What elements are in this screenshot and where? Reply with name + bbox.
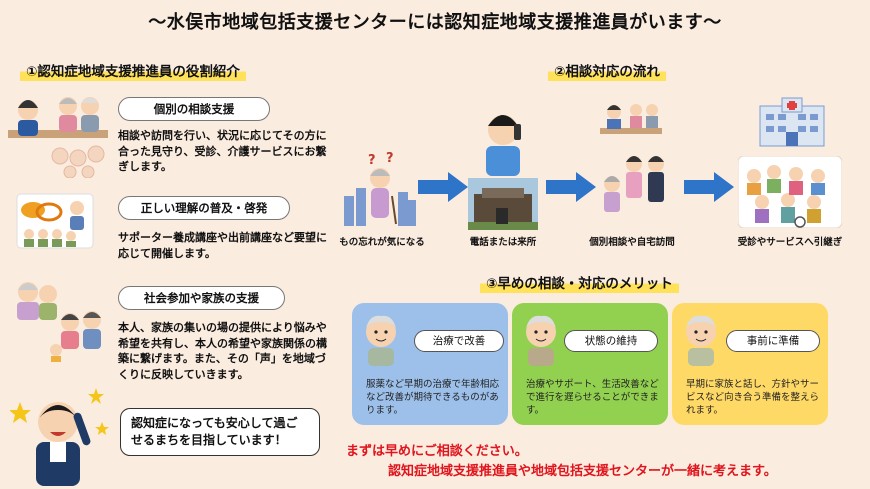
- seminar-illustration: [16, 193, 94, 249]
- merit-text-treatment: 服薬など早期の治療で年齢相応など改善が期待できるものがあります。: [366, 379, 500, 416]
- hospital-icon: [759, 97, 825, 147]
- support-label-individual: 個別の相談支援: [118, 97, 270, 121]
- page-title: ～水俣市地域包括支援センターには認知症地域支援推進員がいます～: [148, 12, 722, 33]
- section3-heading: ③早めの相談・対応のメリット: [480, 272, 679, 293]
- merit-bubble-prepare: 事前に準備: [726, 330, 820, 352]
- flow-step3-caption: 個別相談や自宅訪問: [589, 237, 675, 248]
- flow-step2-caption: 電話または来所: [469, 237, 537, 248]
- merit-text-prepare: 早期に家族と話し、方針やサービスなど向き合う準備を整えられます。: [686, 379, 820, 416]
- consultation-illustration: [600, 104, 662, 134]
- support-text-family: 本人、家族の集いの場の提供により悩みや希望を共有し、本人の希望や家族関係の構築に…: [118, 321, 327, 381]
- phone-call-illustration: [486, 115, 521, 176]
- flow-step1-caption: もの忘れが気になる: [339, 237, 425, 248]
- flow-arrow-3: [684, 172, 734, 202]
- merit-bubble-maintain: 状態の維持: [564, 330, 658, 352]
- flow-step4-caption: 受診やサービスへ引継ぎ: [737, 237, 843, 248]
- support-text-awareness: サポーター養成講座や出前講座など要望に応じて開催します。: [118, 231, 327, 260]
- section1-heading: ①認知症地域支援推進員の役割紹介: [20, 60, 246, 81]
- merit-bubble-treatment: 治療で改善: [414, 330, 504, 352]
- elder-man-icon-3: [686, 315, 716, 366]
- svg-text:?: ?: [368, 153, 376, 168]
- merit-text-maintain: 治療やサポート、生活改善などで進行を遅らせることができます。: [526, 379, 659, 416]
- svg-text:?: ?: [386, 152, 394, 166]
- staff-speech-bubble: 認知症になっても安心して過ごせるまちを目指しています！: [120, 408, 320, 456]
- care-services-illustration: [738, 156, 842, 228]
- elder-man-icon-2: [526, 315, 556, 366]
- flow-arrow-1: [418, 172, 468, 202]
- closing-message-2: 認知症地域支援推進員や地域包括支援センターが一緒に考えます。: [388, 464, 777, 479]
- family-illustration: [17, 282, 101, 362]
- counseling-illustration: [8, 97, 108, 178]
- forgetful-elder-illustration: ? ?: [344, 152, 416, 226]
- closing-message-1: まずは早めにご相談ください。: [346, 444, 528, 459]
- support-label-awareness: 正しい理解の普及・啓発: [118, 196, 290, 220]
- flow-arrow-2: [546, 172, 596, 202]
- center-building-photo: [468, 178, 538, 230]
- section2-heading: ②相談対応の流れ: [548, 60, 666, 81]
- support-label-family: 社会参加や家族の支援: [118, 286, 285, 310]
- cheering-staff-illustration: [10, 388, 109, 486]
- home-visit-illustration: [604, 156, 664, 212]
- support-text-individual: 相談や訪問を行い、状況に応じてその方に合った見守り、受診、介護サービスにお繋ぎし…: [118, 129, 327, 173]
- elder-man-icon-1: [366, 315, 396, 366]
